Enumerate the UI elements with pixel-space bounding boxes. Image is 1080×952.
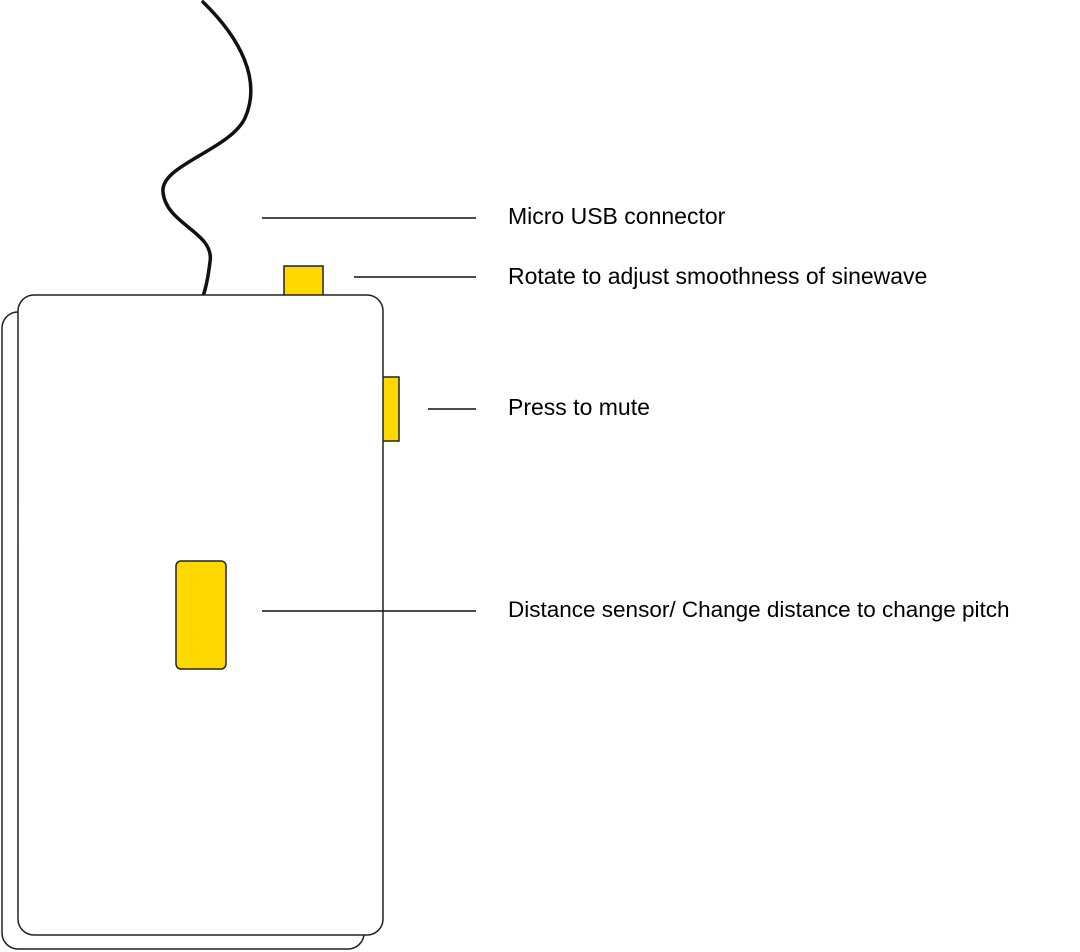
- distance-sensor: [175, 560, 227, 670]
- label-rotate-knob: Rotate to adjust smoothness of sinewave: [508, 263, 928, 289]
- label-distance-sensor: Distance sensor/ Change distance to chan…: [508, 597, 1010, 622]
- label-micro-usb-connector: Micro USB connector: [508, 203, 726, 229]
- rotary-knob[interactable]: [283, 265, 324, 298]
- usb-cable: [161, 0, 253, 298]
- label-press-to-mute: Press to mute: [508, 394, 650, 420]
